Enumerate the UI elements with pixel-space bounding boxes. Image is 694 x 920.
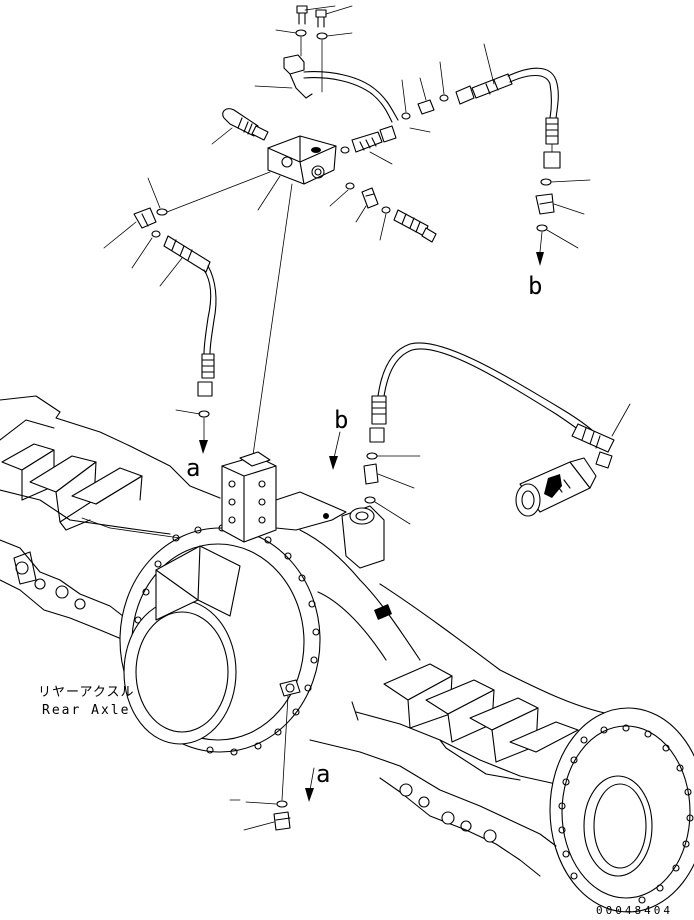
right-fitting-stack: b: [528, 178, 591, 300]
label-rear-axle-jp: リヤーアクスル: [38, 685, 134, 700]
callout-a-top: a: [186, 454, 200, 482]
top-bolts: [275, 5, 353, 93]
axle-sensor-hose: [363, 342, 631, 525]
valve-block-top: [257, 135, 337, 211]
left-fitting-chain: a: [103, 171, 271, 482]
clip-bracket: [254, 54, 399, 123]
pressure-sensor-top: [211, 108, 269, 145]
top-fittings: [340, 43, 561, 169]
callout-a-bottom: a: [316, 760, 330, 788]
callout-b-top-group: b: [329, 406, 348, 470]
rear-axle-housing: a: [0, 395, 694, 913]
center-axis-line: [251, 183, 293, 463]
callout-b-top: b: [334, 406, 348, 434]
drawing-code: 00048404: [596, 904, 673, 917]
label-rear-axle-en: Rear Axle: [42, 703, 130, 718]
callout-b-right: b: [528, 272, 542, 300]
block-right-fittings: [329, 182, 437, 243]
